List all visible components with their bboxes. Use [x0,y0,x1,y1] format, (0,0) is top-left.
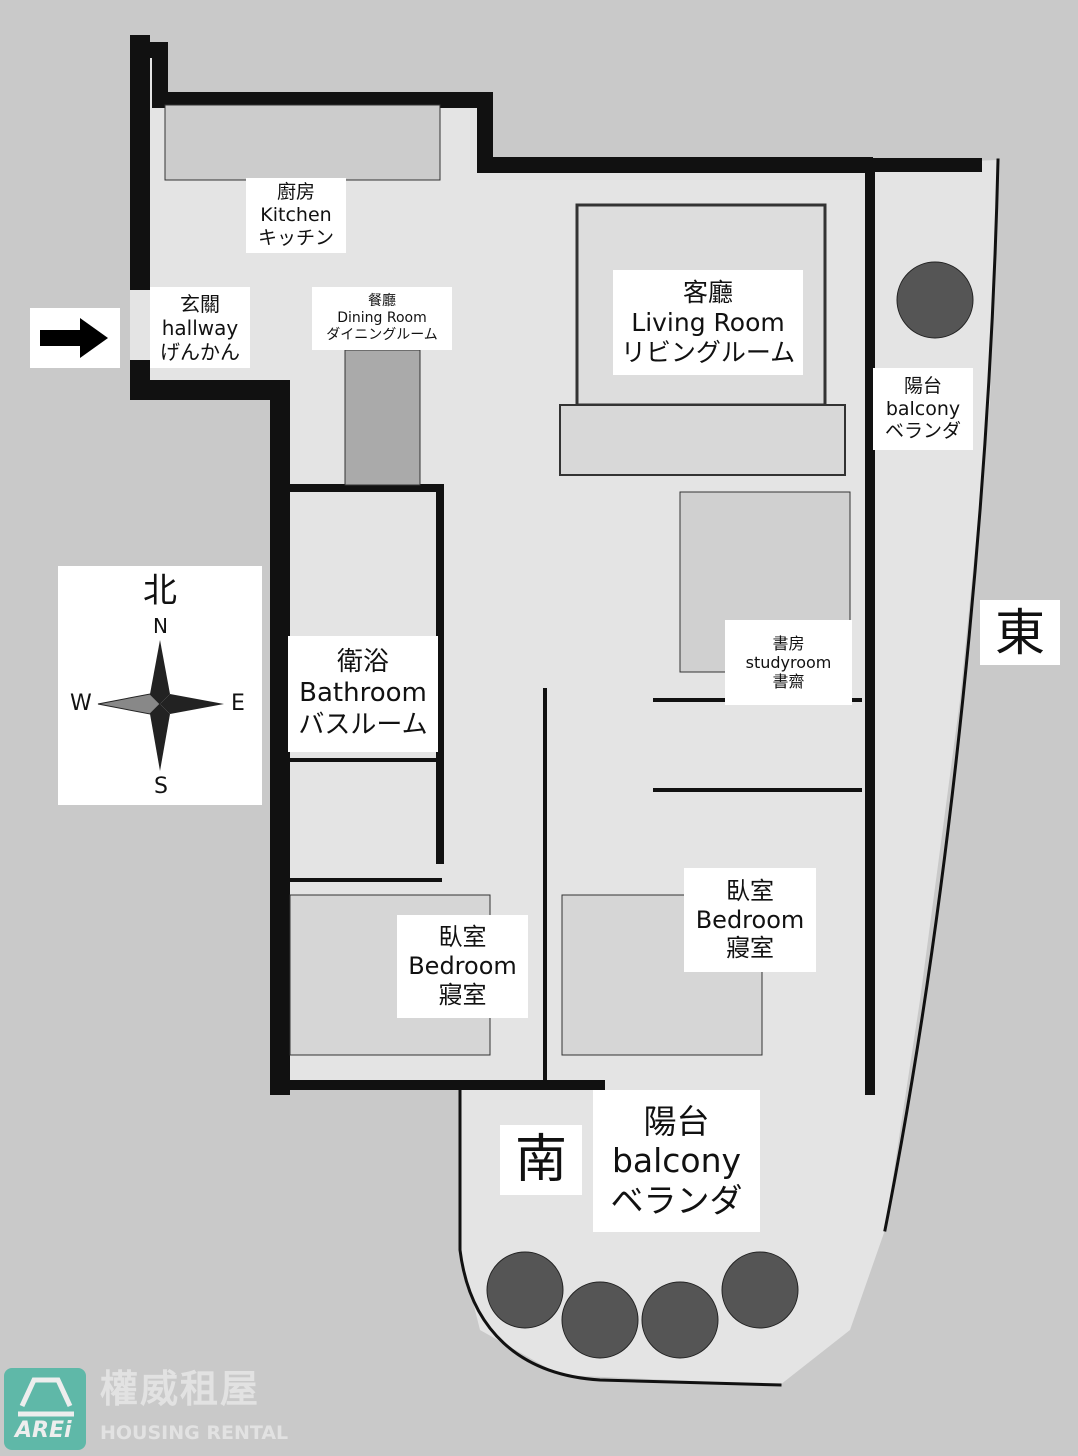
compass-w: W [70,691,92,716]
entry-arrow-icon [40,318,108,358]
dining-en: Dining Room [337,310,427,327]
label-dining: 餐廳 Dining Room ダイニングルーム [312,287,452,350]
brand-name-zh: 權威租屋 [100,1367,261,1411]
living-ja: リビングルーム [620,337,796,367]
study-en: studyroom [745,652,832,672]
label-bedroom-right: 臥室 Bedroom 寢室 [684,868,816,972]
study-zh: 書房 [772,633,805,653]
brand-name-en: HOUSING RENTAL [100,1422,289,1444]
sofa [559,404,846,476]
hallway-ja: げんかん [160,339,240,364]
compass-e: E [231,691,245,716]
kitchen-ja: キッチン [257,226,334,249]
label-living: 客廳 Living Room リビングルーム [613,270,803,375]
label-balcony-east: 陽台 balcony ベランダ [873,368,973,450]
compass: 北 N W E S [58,566,262,805]
label-balcony-south: 陽台 balcony ベランダ [593,1090,760,1232]
compass-rose-icon [97,640,224,771]
label-east: 東 [980,600,1060,665]
south-text: 南 [514,1129,567,1190]
kitchen-zh: 廚房 [276,181,315,204]
label-bedroom-left: 臥室 Bedroom 寢室 [397,915,528,1018]
bedroom-right-ja: 寢室 [726,934,774,963]
bathroom-ja: バスルーム [298,709,428,740]
plants [486,261,974,1359]
dining-table [344,349,421,486]
label-study: 書房 studyroom 書齋 [725,620,852,705]
balcony-south-ja: ベランダ [610,1180,743,1220]
balcony-east-en: balcony [885,397,961,420]
brand-logo-icon [4,1368,86,1450]
dining-ja: ダイニングルーム [326,326,438,343]
kitchen-counter [164,104,441,181]
compass-s: S [154,774,168,799]
kitchen-en: Kitchen [260,204,332,227]
label-south: 南 [500,1125,582,1195]
bedroom-right-zh: 臥室 [726,876,774,905]
dining-zh: 餐廳 [368,293,396,310]
balcony-south-en: balcony [611,1141,742,1181]
bedroom-left-ja: 寢室 [438,980,487,1009]
living-en: Living Room [631,307,785,337]
hallway-zh: 玄關 [180,291,220,316]
hallway-en: hallway [161,315,239,340]
label-bathroom: 衛浴 Bathroom バスルーム [288,636,438,752]
east-text: 東 [995,603,1045,662]
balcony-east-ja: ベランダ [884,420,961,443]
bedroom-left-en: Bedroom [408,952,517,981]
brand-logo-text: AREi [15,1418,72,1443]
living-zh: 客廳 [682,277,733,307]
bathroom-en: Bathroom [299,678,427,709]
study-ja: 書齋 [772,672,805,692]
label-kitchen: 廚房 Kitchen キッチン [246,178,346,253]
label-hallway: 玄關 hallway げんかん [150,287,250,368]
bedroom-left-zh: 臥室 [438,923,487,952]
balcony-east-zh: 陽台 [903,374,942,397]
compass-north-zh: 北 [143,571,177,611]
bathroom-zh: 衛浴 [336,647,389,678]
bedroom-right-en: Bedroom [695,905,805,934]
balcony-south-zh: 陽台 [643,1101,710,1141]
compass-n: N [153,614,168,638]
house-icon [18,1377,74,1417]
